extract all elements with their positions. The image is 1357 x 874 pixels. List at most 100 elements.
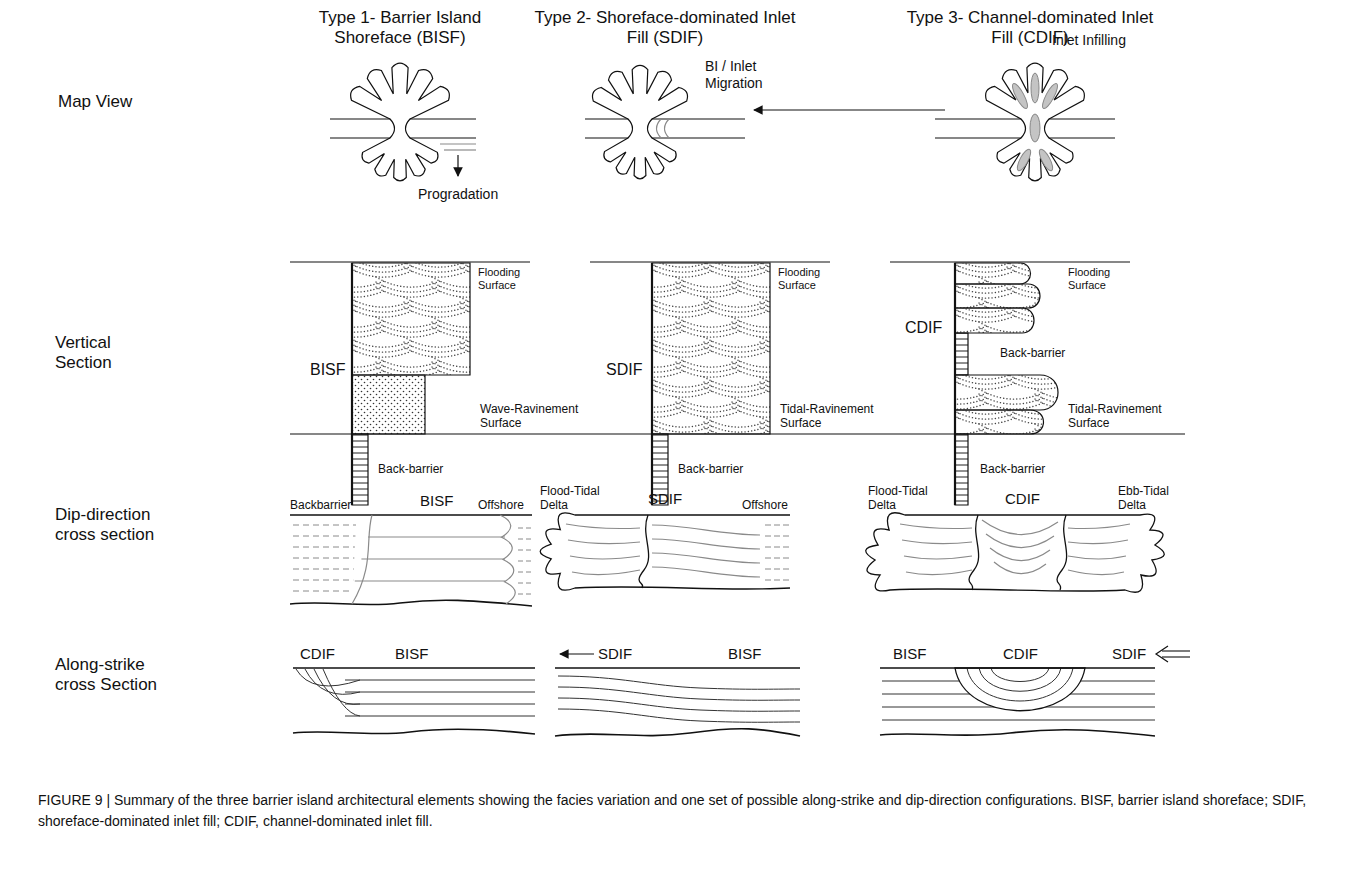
cross-bed-line: [951, 414, 1015, 424]
cross-bed-line: [895, 409, 959, 419]
back-barrier-dash: [293, 580, 353, 581]
cross-bed-line: [676, 442, 740, 452]
cross-bed-line: [1007, 419, 1071, 429]
cross-bed-line: [704, 387, 768, 397]
back-barrier-dash: [293, 525, 356, 526]
cross-bed-line: [348, 257, 412, 267]
cross-bed-line: [348, 307, 412, 317]
cross-bed-line: [292, 382, 356, 392]
cross-bed-line: [460, 377, 524, 387]
section-top: [555, 667, 800, 669]
cross-bed-line: [592, 417, 656, 427]
cross-bed-line: [404, 347, 468, 357]
cross-bed-line: [732, 327, 796, 337]
delta-bed: [1068, 524, 1130, 529]
cross-bed-line: [432, 317, 496, 327]
cross-bed-line: [648, 307, 712, 317]
cross-bed-line: [951, 312, 1015, 322]
cross-bed-line: [704, 377, 768, 387]
element-label: SDIF: [598, 645, 632, 663]
row-label: Map View: [58, 92, 132, 112]
element-label: CDIF: [300, 645, 335, 663]
cross-bedding: [895, 302, 1099, 362]
cross-bed-line: [348, 342, 412, 352]
bed-line: [345, 692, 535, 693]
cross-bed-line: [348, 267, 412, 277]
cross-bed-line: [348, 347, 412, 357]
cross-bed-line: [404, 307, 468, 317]
cross-bed-line: [895, 267, 959, 277]
flood-tidal-delta: [351, 63, 450, 119]
back-barrier-dash: [293, 547, 355, 548]
bed-line: [345, 704, 535, 705]
cross-bed-line: [592, 347, 656, 357]
inclined-bed: [652, 553, 760, 563]
cross-bed-line: [1063, 374, 1127, 384]
surface-label: Flooding Surface: [1068, 266, 1130, 292]
cross-bed-line: [895, 409, 959, 419]
cross-bed-line: [1007, 414, 1071, 424]
channel-fill-line: [967, 668, 1073, 701]
cross-bed-line: [895, 262, 959, 272]
channel-fill: [955, 668, 1085, 711]
cross-bed-line: [1007, 257, 1071, 267]
column-axis: [651, 263, 653, 505]
progradation-line: [440, 143, 476, 144]
cross-bed-line: [592, 302, 656, 312]
surface-label: Tidal-Ravinement Surface: [1068, 402, 1178, 431]
ravinement-surface: [290, 433, 590, 434]
barrier-island: [935, 119, 1026, 138]
cross-bed-line: [648, 347, 712, 357]
cross-bed-line: [732, 322, 796, 332]
delta-bed: [900, 524, 972, 529]
cross-bed-line: [292, 267, 356, 277]
element-label: CDIF: [1003, 645, 1038, 663]
ravinement-surface: [890, 433, 1185, 434]
inlet-fill-bar: [1031, 73, 1039, 103]
barrier-island: [585, 119, 633, 138]
cross-bed-line: [488, 367, 552, 377]
delta-bed: [568, 540, 640, 544]
process-label: BI / Inlet Migration: [705, 58, 785, 92]
cross-bed-line: [704, 342, 768, 352]
dip-sections: [290, 513, 1164, 606]
cross-bed-line: [592, 387, 656, 397]
cross-bed-line: [592, 262, 656, 272]
channel-bed: [982, 520, 1058, 535]
cross-bed-line: [704, 427, 768, 437]
facies-label: Back-barrier: [378, 462, 443, 476]
offshore-dash: [765, 558, 790, 559]
cross-bed-line: [788, 317, 852, 327]
cdif-bed: [955, 375, 1058, 410]
facies-label: Flood-Tidal Delta: [540, 484, 610, 513]
offshore-dash: [518, 572, 532, 573]
cross-bed-line: [592, 307, 656, 317]
row-label: Along-strike cross Section: [55, 655, 170, 696]
sdif-column: [652, 263, 770, 434]
cross-bed-line: [1035, 303, 1099, 313]
cross-bed-line: [788, 362, 852, 372]
cross-bed-line: [788, 447, 852, 457]
cross-bed-line: [1035, 298, 1099, 308]
cross-bed-line: [676, 447, 740, 457]
delta-bed: [1068, 570, 1124, 575]
cross-bed-line: [704, 267, 768, 277]
inclined-bed: [652, 525, 760, 535]
cross-bed-line: [292, 347, 356, 357]
cross-bed-line: [895, 278, 959, 288]
cross-bed-line: [676, 317, 740, 327]
cross-bed-line: [488, 322, 552, 332]
cross-bed-line: [460, 382, 524, 392]
cross-bed-line: [732, 437, 796, 447]
cross-bed-line: [592, 382, 656, 392]
ebb-tidal-delta: [997, 138, 1073, 181]
cross-bed-line: [592, 377, 656, 387]
offshore-dash: [518, 561, 532, 562]
barrier-island: [648, 119, 746, 138]
delta-bed: [902, 540, 972, 544]
cross-bed-line: [676, 362, 740, 372]
bed-line: [355, 580, 505, 581]
delta-bed: [572, 570, 640, 575]
bed-line: [361, 558, 505, 559]
cross-bed-line: [732, 362, 796, 372]
